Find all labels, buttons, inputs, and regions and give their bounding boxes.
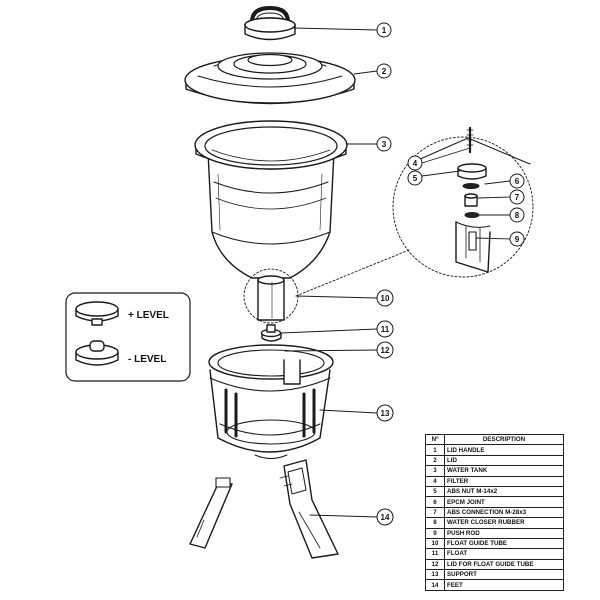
callout-13: 13 — [381, 409, 390, 418]
header-number: Nº — [425, 433, 445, 446]
callout-circle-10 — [376, 289, 394, 307]
row-number: 3 — [425, 465, 445, 477]
callout-14: 14 — [381, 513, 390, 522]
callout-circles — [376, 22, 525, 526]
callout-7: 7 — [515, 193, 520, 202]
row-description: FILTER — [444, 475, 564, 487]
row-number: 13 — [425, 569, 445, 581]
row-description: EPCM JOINT — [444, 496, 564, 508]
row-description: ABS CONNECTION M-28x3 — [444, 506, 564, 519]
callout-9: 9 — [515, 235, 520, 244]
row-description: PUSH ROD — [444, 527, 564, 539]
leader-lines — [280, 27, 511, 518]
row-description: WATER CLOSER RUBBER — [444, 517, 564, 529]
callout-circle-14 — [376, 508, 394, 526]
callout-circle-9 — [509, 231, 525, 247]
callout-10: 10 — [381, 294, 390, 303]
callout-circle-8 — [509, 207, 525, 223]
row-description: FLOAT GUIDE TUBE — [444, 537, 564, 550]
row-number: 9 — [425, 527, 445, 539]
row-number: 14 — [425, 579, 445, 591]
row-number: 11 — [425, 548, 445, 560]
callout-8: 8 — [515, 211, 520, 220]
callout-12: 12 — [381, 346, 390, 355]
callout-5: 5 — [413, 174, 418, 183]
header-description: DESCRIPTION — [444, 433, 564, 446]
support — [208, 344, 334, 459]
detail-circle — [295, 126, 534, 297]
float — [260, 324, 282, 342]
row-description: LID HANDLE — [444, 444, 564, 456]
callout-circle-12 — [376, 341, 394, 359]
callout-2: 2 — [382, 67, 387, 76]
callout-circle-4 — [407, 155, 423, 171]
row-description: LID FOR FLOAT GUIDE TUBE — [444, 558, 564, 571]
lid-handle — [244, 6, 296, 41]
feet — [189, 459, 339, 559]
float-guide-tube — [243, 268, 299, 324]
callout-11: 11 — [381, 325, 390, 334]
row-number: 12 — [425, 558, 445, 571]
row-description: SUPPORT — [444, 569, 564, 581]
callout-1: 1 — [382, 26, 387, 35]
row-description: FEET — [444, 579, 564, 591]
level-inset: + LEVEL - LEVEL — [65, 292, 191, 382]
row-number: 1 — [425, 444, 445, 456]
row-description: ABS NUT M-14x2 — [444, 485, 564, 498]
plus-level-label: + LEVEL — [128, 310, 169, 321]
callout-3: 3 — [382, 140, 387, 149]
lid — [184, 52, 356, 105]
row-description: LID — [444, 454, 564, 467]
callout-circle-11 — [376, 320, 394, 338]
callout-circle-1 — [376, 22, 392, 38]
row-number: 5 — [425, 485, 445, 498]
callout-numbers: 1 2 3 4 5 6 7 8 9 10 11 12 13 14 — [381, 26, 520, 522]
row-number: 7 — [425, 506, 445, 519]
callout-6: 6 — [515, 177, 520, 186]
row-description: FLOAT — [444, 548, 564, 560]
row-number: 4 — [425, 475, 445, 487]
row-number: 2 — [425, 454, 445, 467]
row-number: 6 — [425, 496, 445, 508]
row-number: 10 — [425, 537, 445, 550]
parts-table-header: Nº DESCRIPTION — [425, 433, 564, 446]
callout-circle-6 — [509, 173, 525, 189]
callout-circle-7 — [509, 189, 525, 205]
callout-circle-2 — [376, 63, 392, 79]
row-number: 8 — [425, 517, 445, 529]
minus-level-label: - LEVEL — [128, 354, 166, 365]
callout-4: 4 — [413, 159, 418, 168]
water-tank — [194, 120, 348, 279]
row-description: WATER TANK — [444, 465, 564, 477]
callout-circle-13 — [376, 404, 394, 422]
callout-circle-5 — [407, 170, 423, 186]
callout-circle-3 — [376, 136, 392, 152]
